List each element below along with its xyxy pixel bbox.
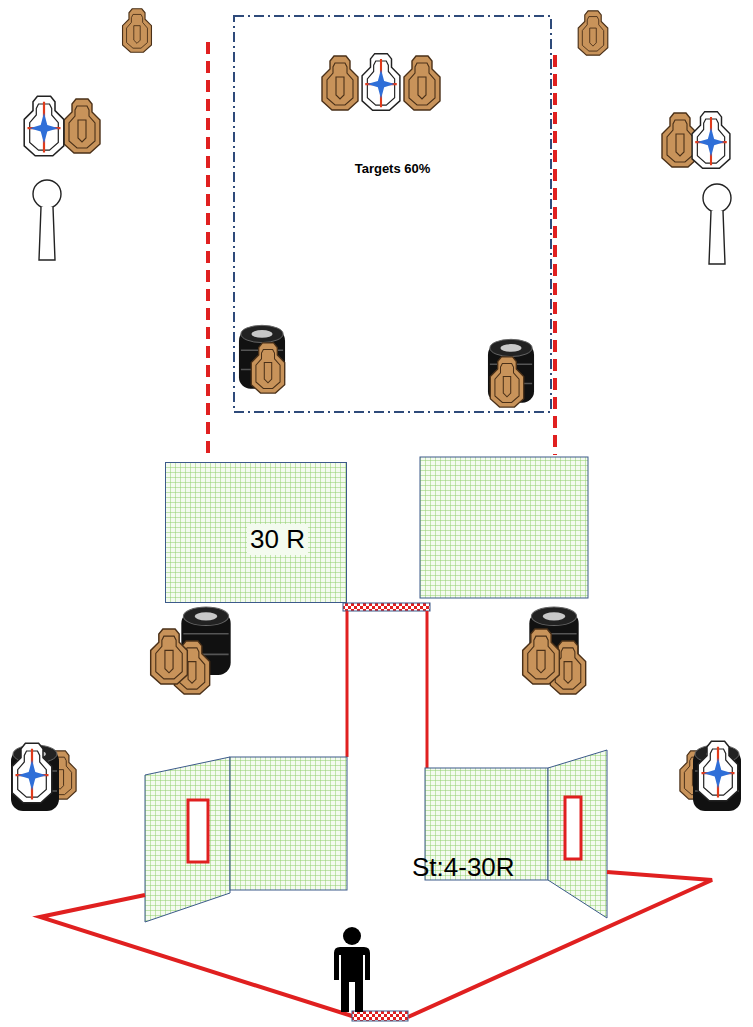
wall-window xyxy=(565,797,581,859)
stage-label: St:4-30R xyxy=(412,852,515,883)
wall-border xyxy=(166,463,347,603)
paper-target xyxy=(578,11,608,55)
shooter-figure xyxy=(334,927,370,1012)
mesh-wall xyxy=(230,757,347,890)
target-area: Targets 60% xyxy=(233,15,552,413)
fault-line xyxy=(426,611,429,768)
popper-target xyxy=(703,184,731,264)
no-shoot-target xyxy=(362,54,400,111)
paper-target xyxy=(322,56,358,110)
target-area-outline xyxy=(233,15,552,413)
paper-target xyxy=(123,9,152,52)
node-label: 30 R xyxy=(247,524,308,555)
no-shoot-target xyxy=(12,743,52,802)
popper-target xyxy=(33,180,61,260)
mesh-wall xyxy=(420,457,588,598)
shooter-body xyxy=(334,947,370,1012)
paper-target xyxy=(64,99,100,153)
shooter-head xyxy=(343,927,361,945)
paper-target xyxy=(151,629,188,684)
wall-window xyxy=(188,800,208,862)
checker-bar xyxy=(343,603,430,611)
start-box xyxy=(352,1011,408,1021)
node-label: Targets 60% xyxy=(233,161,552,176)
no-shoot-target xyxy=(692,112,730,169)
paper-target xyxy=(523,629,560,684)
no-shoot-target xyxy=(24,96,64,155)
fault-line xyxy=(40,895,355,1017)
no-shoot-target xyxy=(698,741,738,800)
area-border xyxy=(234,16,551,412)
paper-target xyxy=(251,343,284,393)
mesh-wall: 30 R xyxy=(165,462,347,603)
fault-line xyxy=(408,872,712,1017)
fault-line xyxy=(346,611,349,757)
paper-target xyxy=(490,357,523,407)
paper-target xyxy=(404,56,440,110)
mesh-wall xyxy=(548,750,607,918)
fault-line xyxy=(206,42,210,460)
mesh-wall xyxy=(145,757,230,922)
fault-line xyxy=(553,55,557,455)
